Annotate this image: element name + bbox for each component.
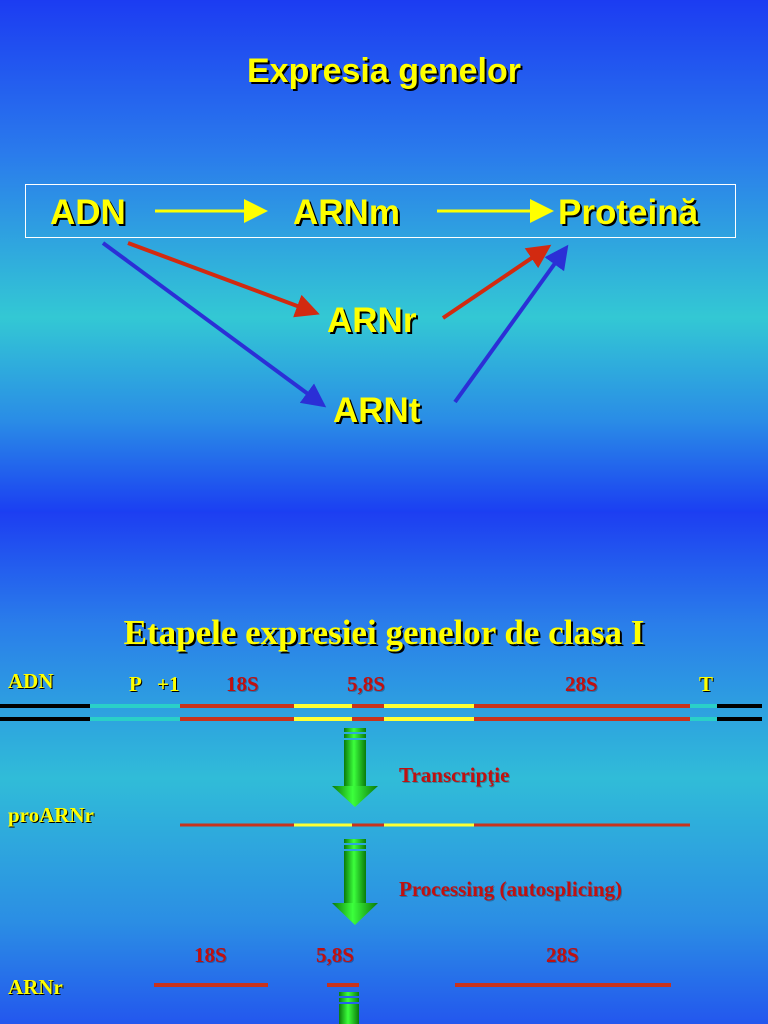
slide-title: Etapele expresiei genelor de clasa I [123, 613, 645, 652]
arnr-label-18s: 18S [194, 943, 227, 967]
label-plus1: +1 [157, 672, 180, 696]
step-processing-label: Processing (autosplicing) [399, 877, 623, 901]
next-step-arrow-partial [339, 992, 359, 1024]
transcription-arrow [332, 728, 378, 807]
diagram-arrows [101, 199, 569, 408]
slide-gene-expression: Expresia genelor ADN ARNm Proteină ARNr … [0, 0, 768, 512]
row-label-proarnr: proARNr [8, 803, 94, 827]
label-terminator: T [699, 672, 714, 696]
label-58s: 5,8S [347, 672, 385, 696]
node-arnr: ARNr [327, 301, 417, 340]
arrow-adn-to-arnr [127, 241, 320, 318]
row-label-adn: ADN [8, 669, 54, 693]
label-promoter: P [129, 672, 142, 696]
row-label-arnr: ARNr [8, 975, 63, 999]
label-28s: 28S [565, 672, 598, 696]
slide-title: Expresia genelor [246, 52, 521, 90]
node-arnt: ARNt [333, 391, 421, 430]
arrow-arnt-to-proteina [453, 244, 569, 404]
step-transcription-label: Transcripţie [399, 763, 510, 787]
arnr-label-58s: 5,8S [316, 943, 354, 967]
node-adn: ADN [50, 193, 126, 232]
central-dogma-box [25, 184, 736, 238]
slide-class-i-stages: Etapele expresiei genelor de clasa I [0, 512, 768, 1024]
label-18s: 18S [226, 672, 259, 696]
arrow-adn-to-arnt [101, 241, 327, 408]
arrow-arnr-to-proteina [441, 244, 552, 320]
node-arnm: ARNm [293, 193, 400, 232]
node-proteina: Proteină [558, 193, 699, 232]
arnr-label-28s: 28S [546, 943, 579, 967]
gene-diagram [0, 704, 762, 1024]
processing-arrow [332, 839, 378, 925]
